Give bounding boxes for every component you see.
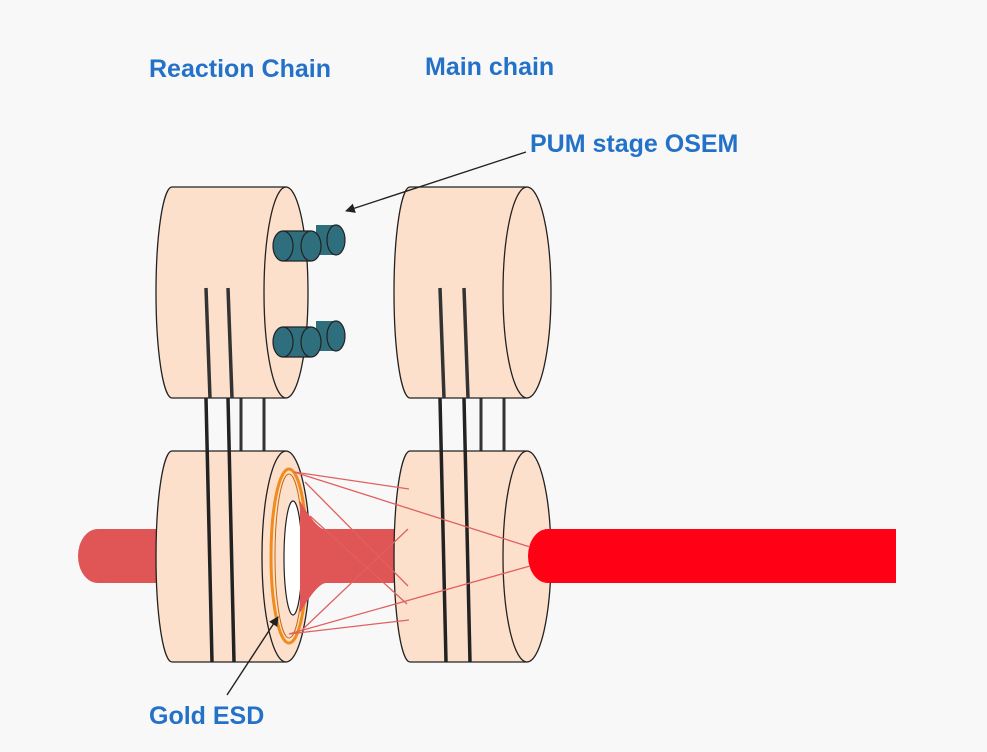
suspension-wires: [239, 398, 506, 455]
main-chain-label: Main chain: [425, 53, 555, 81]
esd-aperture: [283, 500, 303, 616]
gold-esd-label: Gold ESD: [149, 702, 265, 730]
main-lower-mass: [393, 397, 552, 663]
esd-ray-lines: [288, 471, 531, 635]
gold-esd-arrow: [226, 616, 279, 696]
osem-lower: [272, 320, 346, 358]
main-beam: [528, 529, 896, 583]
reaction-upper-mass: [155, 186, 309, 399]
pum-stage-osem-label: PUM stage OSEM: [530, 130, 739, 158]
reaction-chain-label: Reaction Chain: [149, 55, 331, 83]
reaction-lower-mass: [155, 397, 311, 663]
main-upper-mass: [393, 186, 552, 399]
pum-osem-arrow: [345, 151, 527, 213]
osem-upper: [272, 224, 346, 262]
